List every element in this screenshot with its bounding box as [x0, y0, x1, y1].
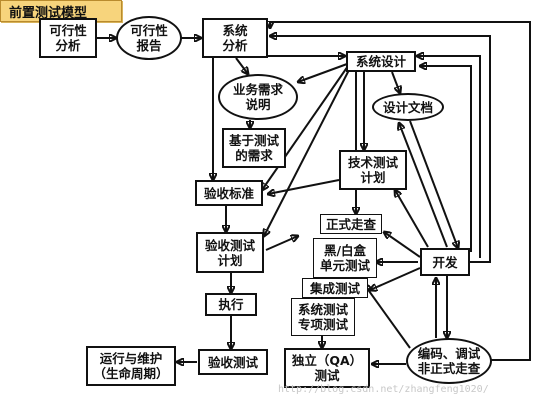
node-integration-test: 集成测试 — [302, 278, 368, 298]
edge-acc-plan-link — [265, 236, 298, 251]
node-system-analysis: 系统 分析 — [202, 18, 268, 58]
node-acceptance-test: 验收测试 — [198, 349, 268, 375]
edge-development-to-techplan — [395, 190, 429, 248]
node-operation-maintenance: 运行与维护 （生命周期） — [86, 346, 176, 386]
node-feasibility-analysis: 可行性 分析 — [39, 18, 97, 58]
edge-dev-loop-to-design — [417, 56, 481, 258]
edge-dev-to-walkthrough — [384, 232, 421, 258]
node-system-special-test: 系统测试 专项测试 — [291, 298, 355, 336]
edge-design-to-docs — [391, 71, 400, 93]
node-formal-walkthrough: 正式走查 — [320, 214, 382, 234]
node-feasibility-report: 可行性 报告 — [116, 16, 182, 60]
edge-coding-to-integration — [364, 284, 411, 349]
node-technical-test-plan: 技术测试 计划 — [339, 150, 407, 190]
node-development: 开发 — [420, 248, 470, 276]
watermark-text: http://blog.csdn.net/zhangfeng1020/ — [278, 384, 489, 395]
node-independent-qa: 独立（QA） 测试 — [284, 348, 370, 388]
edge-techplan-to-acceptance — [268, 179, 340, 194]
edge-dev-loop-inner — [420, 66, 472, 252]
node-black-white-box: 黑/白盒 单元测试 — [313, 238, 377, 278]
edge-analysis-to-business-req — [235, 57, 248, 74]
node-acceptance-test-plan: 验收测试 计划 — [196, 232, 264, 273]
edge-design-to-acceptance-crit — [262, 65, 349, 190]
node-system-design: 系统设计 — [346, 51, 416, 72]
edge-development-to-docs — [399, 123, 448, 248]
node-acceptance-criteria: 验收标准 — [195, 180, 263, 206]
edge-design-to-business — [298, 63, 348, 82]
node-coding-debugging: 编码、调试 非正式走查 — [406, 338, 492, 384]
node-test-based-requirements: 基于测试 的需求 — [222, 128, 286, 168]
edge-dev-to-integration — [370, 267, 421, 290]
edge-design-to-acceptance-plan — [264, 67, 351, 236]
node-execution: 执行 — [205, 293, 257, 316]
edge-dev-loop-to-analysis — [270, 36, 491, 263]
edge-docs-to-development — [409, 120, 458, 248]
edge-coding-loop — [270, 21, 531, 361]
node-business-requirements: 业务需求 说明 — [218, 74, 298, 120]
node-design-docs: 设计文档 — [372, 93, 444, 121]
